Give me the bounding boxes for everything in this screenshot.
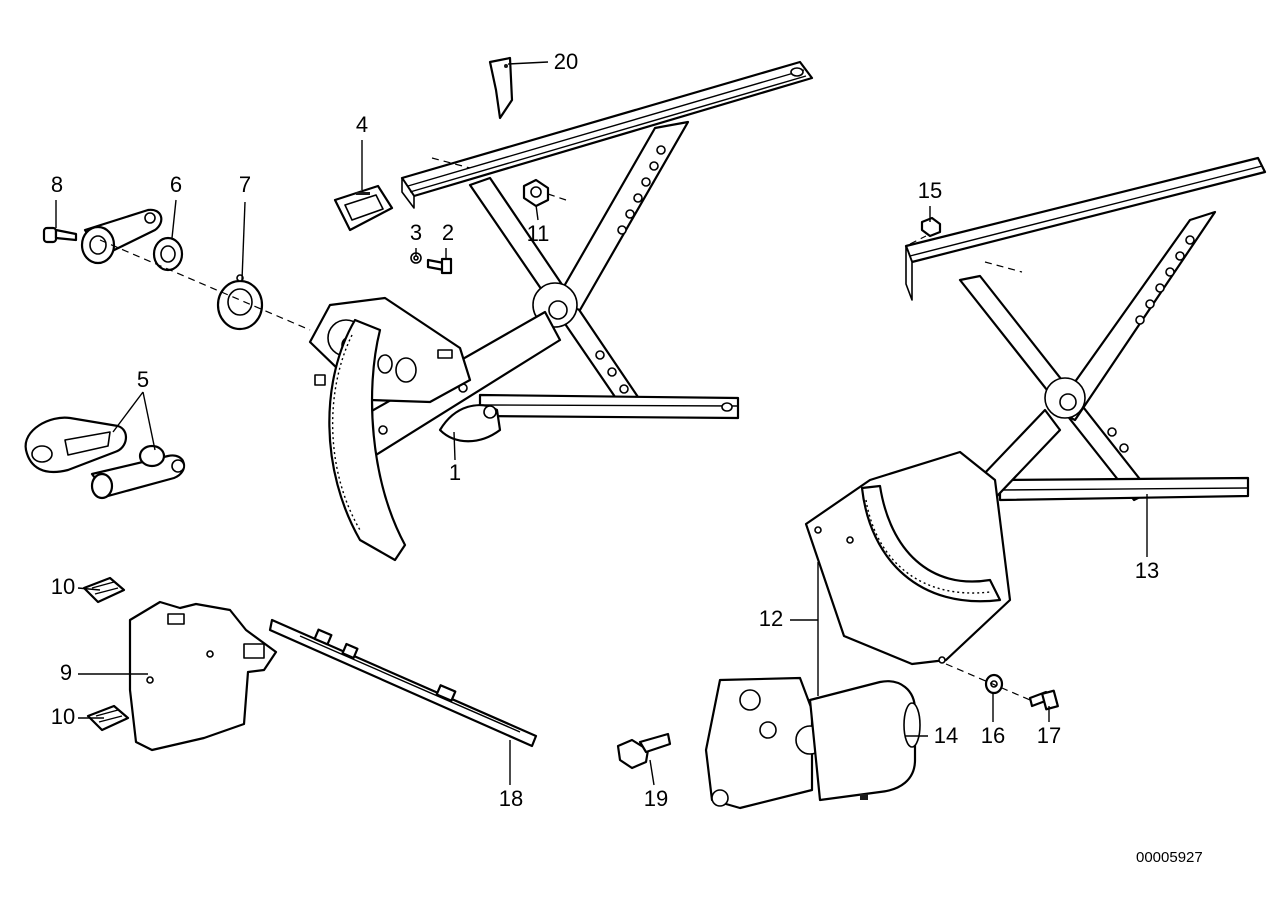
upper-guide-rail-left	[400, 60, 814, 209]
callout-8: 8	[51, 172, 63, 197]
callout-17: 17	[1037, 723, 1061, 748]
assembly-axis-handle	[99, 239, 311, 331]
part-10-clip-upper	[82, 576, 126, 604]
part-5-window-crank	[24, 416, 185, 500]
callout-14: 14	[934, 723, 958, 748]
lower-guide-rail-left	[478, 393, 740, 420]
callout-3: 3	[410, 220, 422, 245]
part-9-mounting-plate	[128, 600, 278, 752]
callout-11: 11	[527, 221, 550, 246]
callout-20: 20	[554, 49, 578, 74]
part-18-drive-shaft	[268, 618, 538, 748]
manual-window-regulator	[308, 60, 814, 562]
arm-holes-left	[595, 145, 666, 394]
callout-10a: 10	[51, 574, 75, 599]
part-19-fitting	[616, 732, 672, 770]
leader-lines	[55, 61, 1148, 786]
callout-5: 5	[137, 367, 149, 392]
assembly-axis-bolt	[945, 663, 1031, 701]
callout-13: 13	[1135, 558, 1159, 583]
part-6-handle-body	[80, 208, 163, 265]
callout-1: 1	[449, 460, 461, 485]
document-id: 00005927	[1136, 849, 1203, 866]
part-2-bolt	[426, 257, 453, 275]
part-7-escutcheon	[216, 274, 264, 331]
part-11-nut	[522, 178, 567, 208]
part-4-slider	[333, 184, 394, 232]
part-20-clip	[488, 56, 514, 120]
callout-labels: 20 4 8 6 7 3 2 11 5 1 10 9 10 18 19 12 1…	[51, 49, 1159, 811]
upper-guide-rail-right	[904, 156, 1267, 301]
sector-plate-right	[804, 450, 1012, 666]
callout-15: 15	[918, 178, 942, 203]
callout-9: 9	[60, 660, 72, 685]
lower-guide-rail-right	[998, 476, 1250, 502]
part-10-clip-lower	[86, 704, 130, 732]
electric-window-regulator	[804, 156, 1267, 666]
regulator-drum-1	[438, 404, 502, 443]
part-17-bolt	[1028, 689, 1059, 711]
part-15-nut	[909, 216, 942, 245]
callout-4: 4	[356, 112, 368, 137]
scissor-arms-left	[468, 120, 690, 412]
callout-6: 6	[170, 172, 182, 197]
callout-18: 18	[499, 786, 523, 811]
scissor-arms-right	[958, 210, 1217, 502]
callout-12: 12	[759, 606, 783, 631]
callout-2: 2	[442, 220, 454, 245]
callout-10b: 10	[51, 704, 75, 729]
callout-16: 16	[981, 723, 1005, 748]
part-8-screw	[42, 226, 78, 244]
part-3-washer	[410, 252, 422, 264]
part-6-bushing	[152, 236, 184, 272]
callout-7: 7	[239, 172, 251, 197]
part-14-window-motor	[704, 676, 921, 810]
toothed-sector-left	[328, 318, 407, 562]
callout-19: 19	[644, 786, 668, 811]
